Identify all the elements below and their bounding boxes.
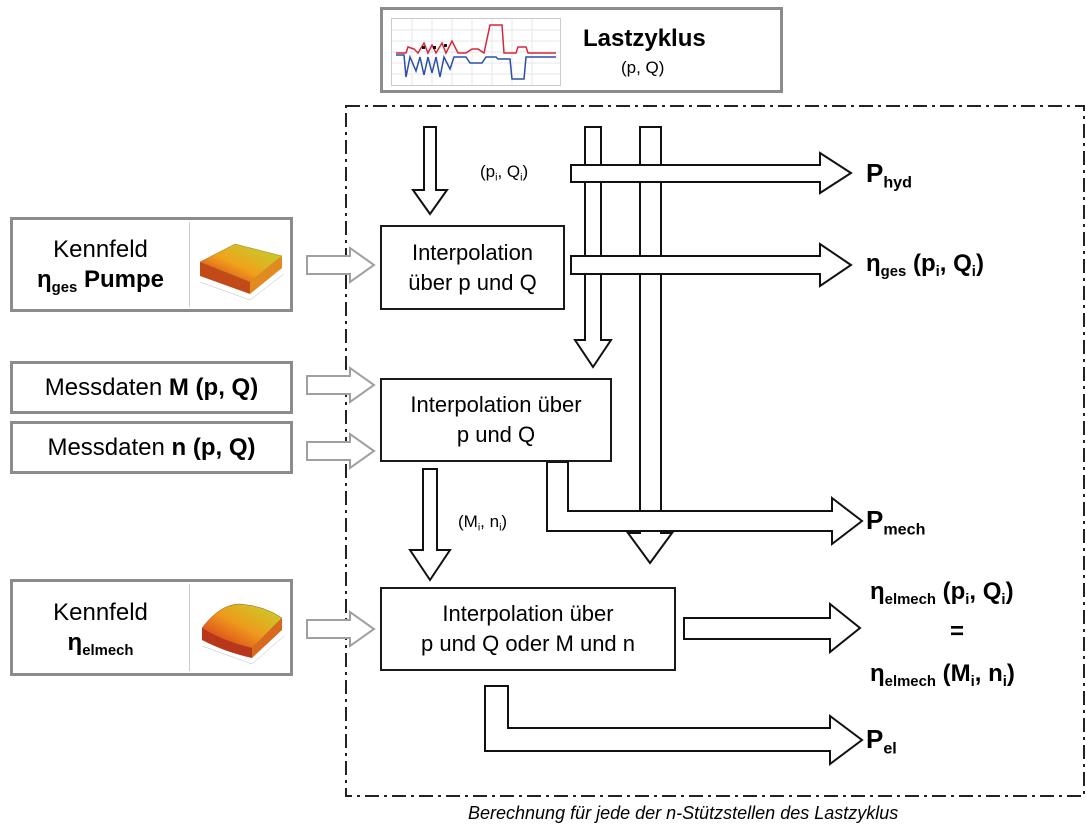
motor-efficiency-surface-thumbnail	[189, 584, 290, 671]
pump-map-line1: Kennfeld	[53, 235, 148, 263]
load-cycle-thumbnail	[391, 18, 561, 86]
output-eta-elmech-mn: ηelmech (Mi, ni)	[870, 660, 1015, 691]
pump-map-line2: ηges Pumpe	[37, 265, 164, 296]
output-p-el: Pel	[866, 724, 897, 758]
output-equals-sign: =	[950, 618, 965, 645]
load-cycle-box: Lastzyklus (p, Q)	[380, 7, 783, 93]
interp3-line1: Interpolation über	[442, 601, 614, 626]
measured-torque-label: Messdaten M (p, Q)	[44, 373, 259, 401]
measured-speed-box: Messdaten n (p, Q)	[10, 421, 293, 474]
arrow-to-p-hyd	[570, 151, 853, 195]
interp2-line2: p und Q	[456, 422, 536, 447]
label-pq-i: (pi, Qi)	[480, 162, 529, 184]
interp1-line1: Interpolation	[411, 239, 534, 265]
measured-torque-box: Messdaten M (p, Q)	[10, 361, 293, 414]
arrow-cycle-to-interp3	[626, 126, 674, 565]
arrow-motor-map-to-interp3	[306, 610, 376, 648]
arrow-pump-map-to-interp1	[306, 246, 376, 284]
arrow-to-p-mech	[546, 461, 864, 547]
interpolation-box-2: Interpolation über p und Q	[380, 378, 612, 462]
arrow-interp2-to-interp3	[408, 468, 452, 582]
pump-map-text: Kennfeld ηges Pumpe	[13, 220, 188, 309]
output-eta-ges: ηges (pi, Qi)	[866, 250, 984, 281]
interp2-line1: Interpolation über	[410, 392, 582, 417]
arrow-to-p-el	[484, 685, 864, 766]
motor-map-text: Kennfeld ηelmech	[13, 582, 188, 673]
footer-caption: Berechnung für jede der n-Stützstellen d…	[468, 803, 899, 823]
arrow-cycle-to-interp1	[411, 126, 449, 216]
motor-map-line2: ηelmech	[67, 628, 134, 659]
arrow-to-eta-ges	[570, 242, 853, 288]
load-cycle-title: Lastzyklus	[583, 25, 706, 52]
arrow-meas-m-to-interp2	[306, 366, 376, 404]
interp3-line2: p und Q oder M und n	[420, 631, 636, 656]
motor-map-line1: Kennfeld	[53, 598, 148, 626]
interpolation-box-1: Interpolation über p und Q	[380, 225, 565, 310]
arrow-meas-n-to-interp2	[306, 432, 376, 470]
motor-efficiency-map-box: Kennfeld ηelmech	[10, 579, 293, 676]
interp1-line2: über p und Q	[408, 269, 537, 295]
label-mn-i: (Mi, ni)	[458, 512, 508, 534]
pump-efficiency-surface-thumbnail	[189, 222, 290, 307]
measured-speed-label: Messdaten n (p, Q)	[47, 433, 256, 461]
arrow-to-eta-elmech	[683, 601, 862, 655]
load-cycle-subtitle: (p, Q)	[621, 58, 665, 77]
pump-efficiency-map-box: Kennfeld ηges Pumpe	[10, 217, 293, 312]
arrow-cycle-to-interp2	[573, 126, 613, 369]
interpolation-box-3: Interpolation über p und Q oder M und n	[380, 587, 676, 671]
output-p-mech: Pmech	[866, 505, 926, 539]
output-eta-elmech-pq: ηelmech (pi, Qi)	[870, 578, 1014, 609]
output-p-hyd: Phyd	[866, 158, 912, 192]
